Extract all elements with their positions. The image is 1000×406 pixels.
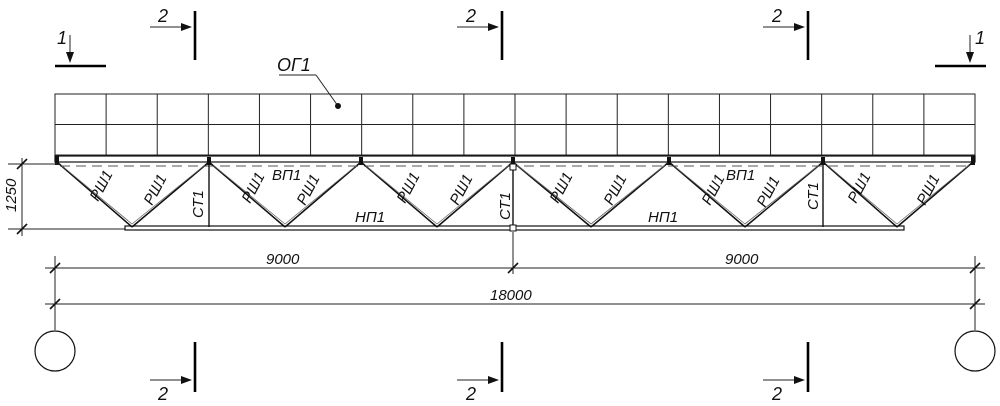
dimension-span-total-label: 18000 [490,287,532,304]
member-label-diagonal: РШ1 [447,172,477,208]
section-mark-1-left: 1 [55,28,106,68]
section-mark-label: 1 [57,28,67,48]
section-mark-2-top-1: 2 [150,6,197,60]
diagonal-member [360,161,438,228]
member-labels: РШ1 РШ1 СТ1 РШ1 ВП1 РШ1 НП1 РШ1 РШ1 СТ1 … [87,167,944,226]
member-label-diagonal: РШ1 [547,170,577,206]
diagonal-member [436,161,514,228]
member-label-bottom-chord: НП1 [648,209,678,226]
diagonal-member-edge [212,164,286,225]
diagonal-member-edge [590,164,666,225]
section-mark-label: 2 [157,6,168,26]
diagonal-member [590,161,670,228]
dimension-spans: 9000 9000 18000 [45,232,985,330]
diagonal-member [896,161,974,228]
diagonal-member-edge [826,164,898,225]
member-label-top-chord: ВП1 [272,167,301,184]
grid-axis-bubble-left [34,330,76,372]
diagonal-member [131,161,210,228]
section-mark-2-bottom-1: 2 [150,342,197,404]
truss-nodes [55,157,975,232]
member-label-top-chord: ВП1 [726,167,755,184]
callout-og1: ОГ1 [277,55,341,109]
dimension-span-left-label: 9000 [266,251,300,268]
diagonal-member-edge [744,164,820,225]
top-node-plate [55,157,59,165]
diagonal-member [56,161,133,228]
member-label-post: СТ1 [190,190,207,218]
bottom-splice-plate [509,224,517,232]
diagonal-member-edge [516,164,592,225]
section-mark-2-top-2: 2 [457,6,504,60]
section-mark-label: 1 [975,28,985,48]
dimension-span-right-label: 9000 [725,251,759,268]
member-label-diagonal: РШ1 [699,172,729,208]
section-mark-2-top-3: 2 [763,6,810,60]
section-mark-label: 2 [465,384,476,404]
section-mark-2-bottom-2: 2 [457,342,504,404]
diagonal-member-edge [284,164,358,225]
dimension-height-label: 1250 [3,178,20,212]
diagonal-member [822,161,898,228]
callout-label: ОГ1 [277,55,311,75]
diagonal-member [668,161,746,228]
member-label-diagonal: РШ1 [239,170,269,206]
diagonal-member [208,161,286,228]
member-label-diagonal: РШ1 [601,172,631,208]
section-mark-label: 2 [771,6,782,26]
section-mark-label: 2 [771,384,782,404]
top-node-plate [821,157,825,165]
member-label-diagonal: РШ1 [754,174,784,210]
diagonal-member [512,161,592,228]
member-label-diagonal: РШ1 [87,168,117,204]
member-label-post: СТ1 [805,182,822,210]
diagonal-member-edge [672,164,746,225]
diagonal-member-edge [436,164,510,225]
truss [54,155,976,232]
top-node-plate [511,157,515,165]
member-label-bottom-chord: НП1 [355,209,385,226]
dimension-height: 1250 [3,158,125,236]
section-mark-2-bottom-3: 2 [763,342,810,404]
member-label-post: СТ1 [497,192,514,220]
top-node-plate [971,157,975,165]
section-mark-label: 2 [465,6,476,26]
diagonal-member-edge [131,164,206,225]
section-mark-1-right: 1 [935,28,986,68]
top-node-plate [667,157,671,165]
diagonal-member-edge [364,164,438,225]
top-node-plate [207,157,211,165]
diagonal-member-edge [896,164,970,225]
diagonal-member-edge [60,164,133,225]
diagonal-member [744,161,824,228]
grid-axis-bubble-right [954,330,996,372]
section-mark-label: 2 [157,384,168,404]
diagonal-member [284,161,362,228]
roof-panel-grid [54,93,976,156]
member-label-diagonal: РШ1 [141,172,171,208]
member-label-diagonal: РШ1 [394,170,424,206]
top-node-plate [359,157,363,165]
web-members [56,161,974,228]
member-label-diagonal: РШ1 [845,170,875,206]
top-splice-plate [509,163,517,171]
